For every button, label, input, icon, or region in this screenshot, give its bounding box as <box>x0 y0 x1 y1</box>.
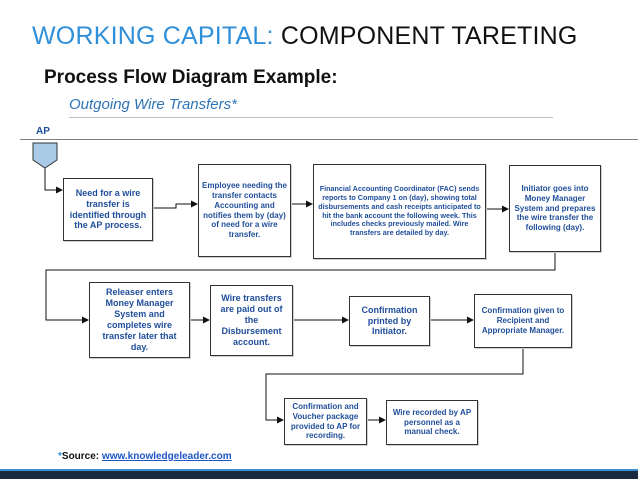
step-paid-out: Wire transfers are paid out of the Disbu… <box>210 285 293 356</box>
step-confirmation-printed: Confirmation printed by Initiator. <box>349 296 430 346</box>
title-rest: COMPONENT TARETING <box>280 22 578 50</box>
connector-start-s1 <box>44 168 63 194</box>
connector-s1-s2 <box>153 200 198 209</box>
source-label: Source: <box>61 451 102 462</box>
step-fac-reports: Financial Accounting Coordinator (FAC) s… <box>313 164 486 259</box>
source-note: *Source: www.knowledgeleader.com <box>58 451 232 462</box>
step-wire-recorded: Wire recorded by AP personnel as a manua… <box>386 400 478 445</box>
page-title: WORKING CAPITAL: COMPONENT TARETING <box>32 22 578 51</box>
page-subtitle: Process Flow Diagram Example: <box>44 67 338 88</box>
source-star: * <box>58 451 62 462</box>
lane-label: AP <box>36 126 50 137</box>
step-confirmation-given: Confirmation given to Recipient and Appr… <box>474 294 572 348</box>
start-offpage-shape <box>32 142 58 169</box>
connector-s8-s9 <box>265 348 524 424</box>
title-divider <box>69 117 553 118</box>
footer-stripe <box>0 469 638 471</box>
step-contact-accounting: Employee needing the transfer contacts A… <box>198 164 291 257</box>
step-complete-wire: Releaser enters Money Manager System and… <box>89 282 190 358</box>
connector-s4-s5 <box>45 252 556 324</box>
flow-title: Outgoing Wire Transfers* <box>69 96 237 113</box>
source-link[interactable]: www.knowledgeleader.com <box>101 451 232 462</box>
step-identify-need: Need for a wire transfer is identified t… <box>63 178 153 241</box>
step-voucher-package: Confirmation and Voucher package provide… <box>284 398 367 445</box>
step-prepare-wire: Initiator goes into Money Manager System… <box>509 165 601 252</box>
footer-band <box>0 469 638 479</box>
lane-divider <box>20 139 638 140</box>
title-accent: WORKING CAPITAL: <box>32 22 274 50</box>
